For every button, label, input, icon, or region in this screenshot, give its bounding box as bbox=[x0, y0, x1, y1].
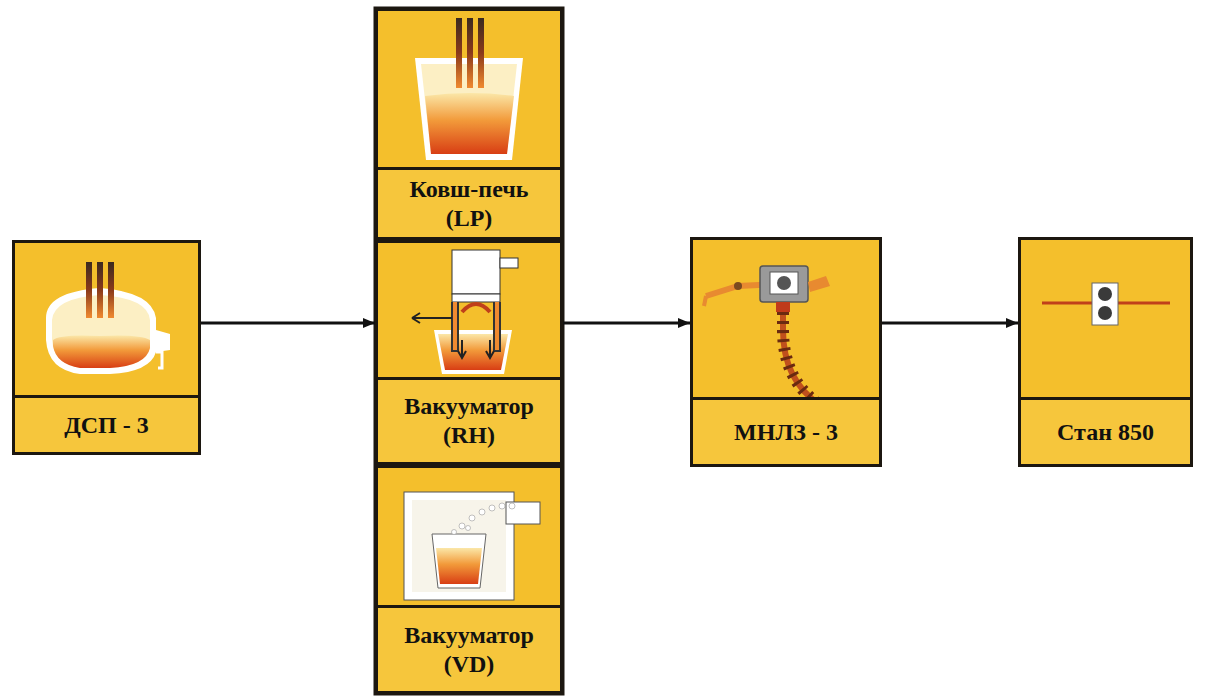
label-band: ДСП - 3 bbox=[15, 395, 198, 452]
process-box: ДСП - 3 bbox=[12, 240, 201, 455]
ladle-furnace-icon bbox=[415, 18, 523, 160]
box-label: Ковш-печь (LP) bbox=[389, 175, 549, 233]
box-label: ДСП - 3 bbox=[64, 411, 149, 440]
box-label: Вакууматор (VD) bbox=[389, 621, 549, 679]
flow-arrow bbox=[563, 322, 690, 325]
box-grounds bbox=[12, 8, 1193, 694]
flow-arrow bbox=[882, 322, 1018, 325]
label-band: Вакууматор (VD) bbox=[378, 605, 560, 691]
box-ground bbox=[12, 240, 201, 455]
process-box: Стан 850 bbox=[1018, 237, 1193, 467]
box-label: Стан 850 bbox=[1057, 418, 1154, 447]
label-band: Вакууматор (RH) bbox=[378, 377, 560, 462]
flow-arrow bbox=[201, 322, 375, 325]
box-ground bbox=[690, 237, 882, 467]
box-ground bbox=[375, 8, 563, 694]
vd-degasser-icon bbox=[404, 492, 540, 600]
arc-furnace-icon bbox=[46, 262, 170, 374]
box-label: Вакууматор (RH) bbox=[389, 392, 549, 450]
process-box: Ковш-печь (LP) bbox=[375, 8, 563, 240]
process-box: Вакууматор (VD) bbox=[375, 465, 563, 694]
label-band: Стан 850 bbox=[1021, 397, 1190, 464]
rh-degasser-icon bbox=[412, 250, 518, 374]
column-outline bbox=[375, 8, 563, 694]
process-box: Вакууматор (RH) bbox=[375, 240, 563, 465]
label-band: Ковш-печь (LP) bbox=[378, 167, 560, 237]
process-box: МНЛЗ - 3 bbox=[690, 237, 882, 467]
rolling-mill-icon bbox=[1042, 283, 1170, 325]
box-ground bbox=[1018, 237, 1193, 467]
box-label: МНЛЗ - 3 bbox=[734, 418, 838, 447]
label-band: МНЛЗ - 3 bbox=[693, 397, 879, 464]
